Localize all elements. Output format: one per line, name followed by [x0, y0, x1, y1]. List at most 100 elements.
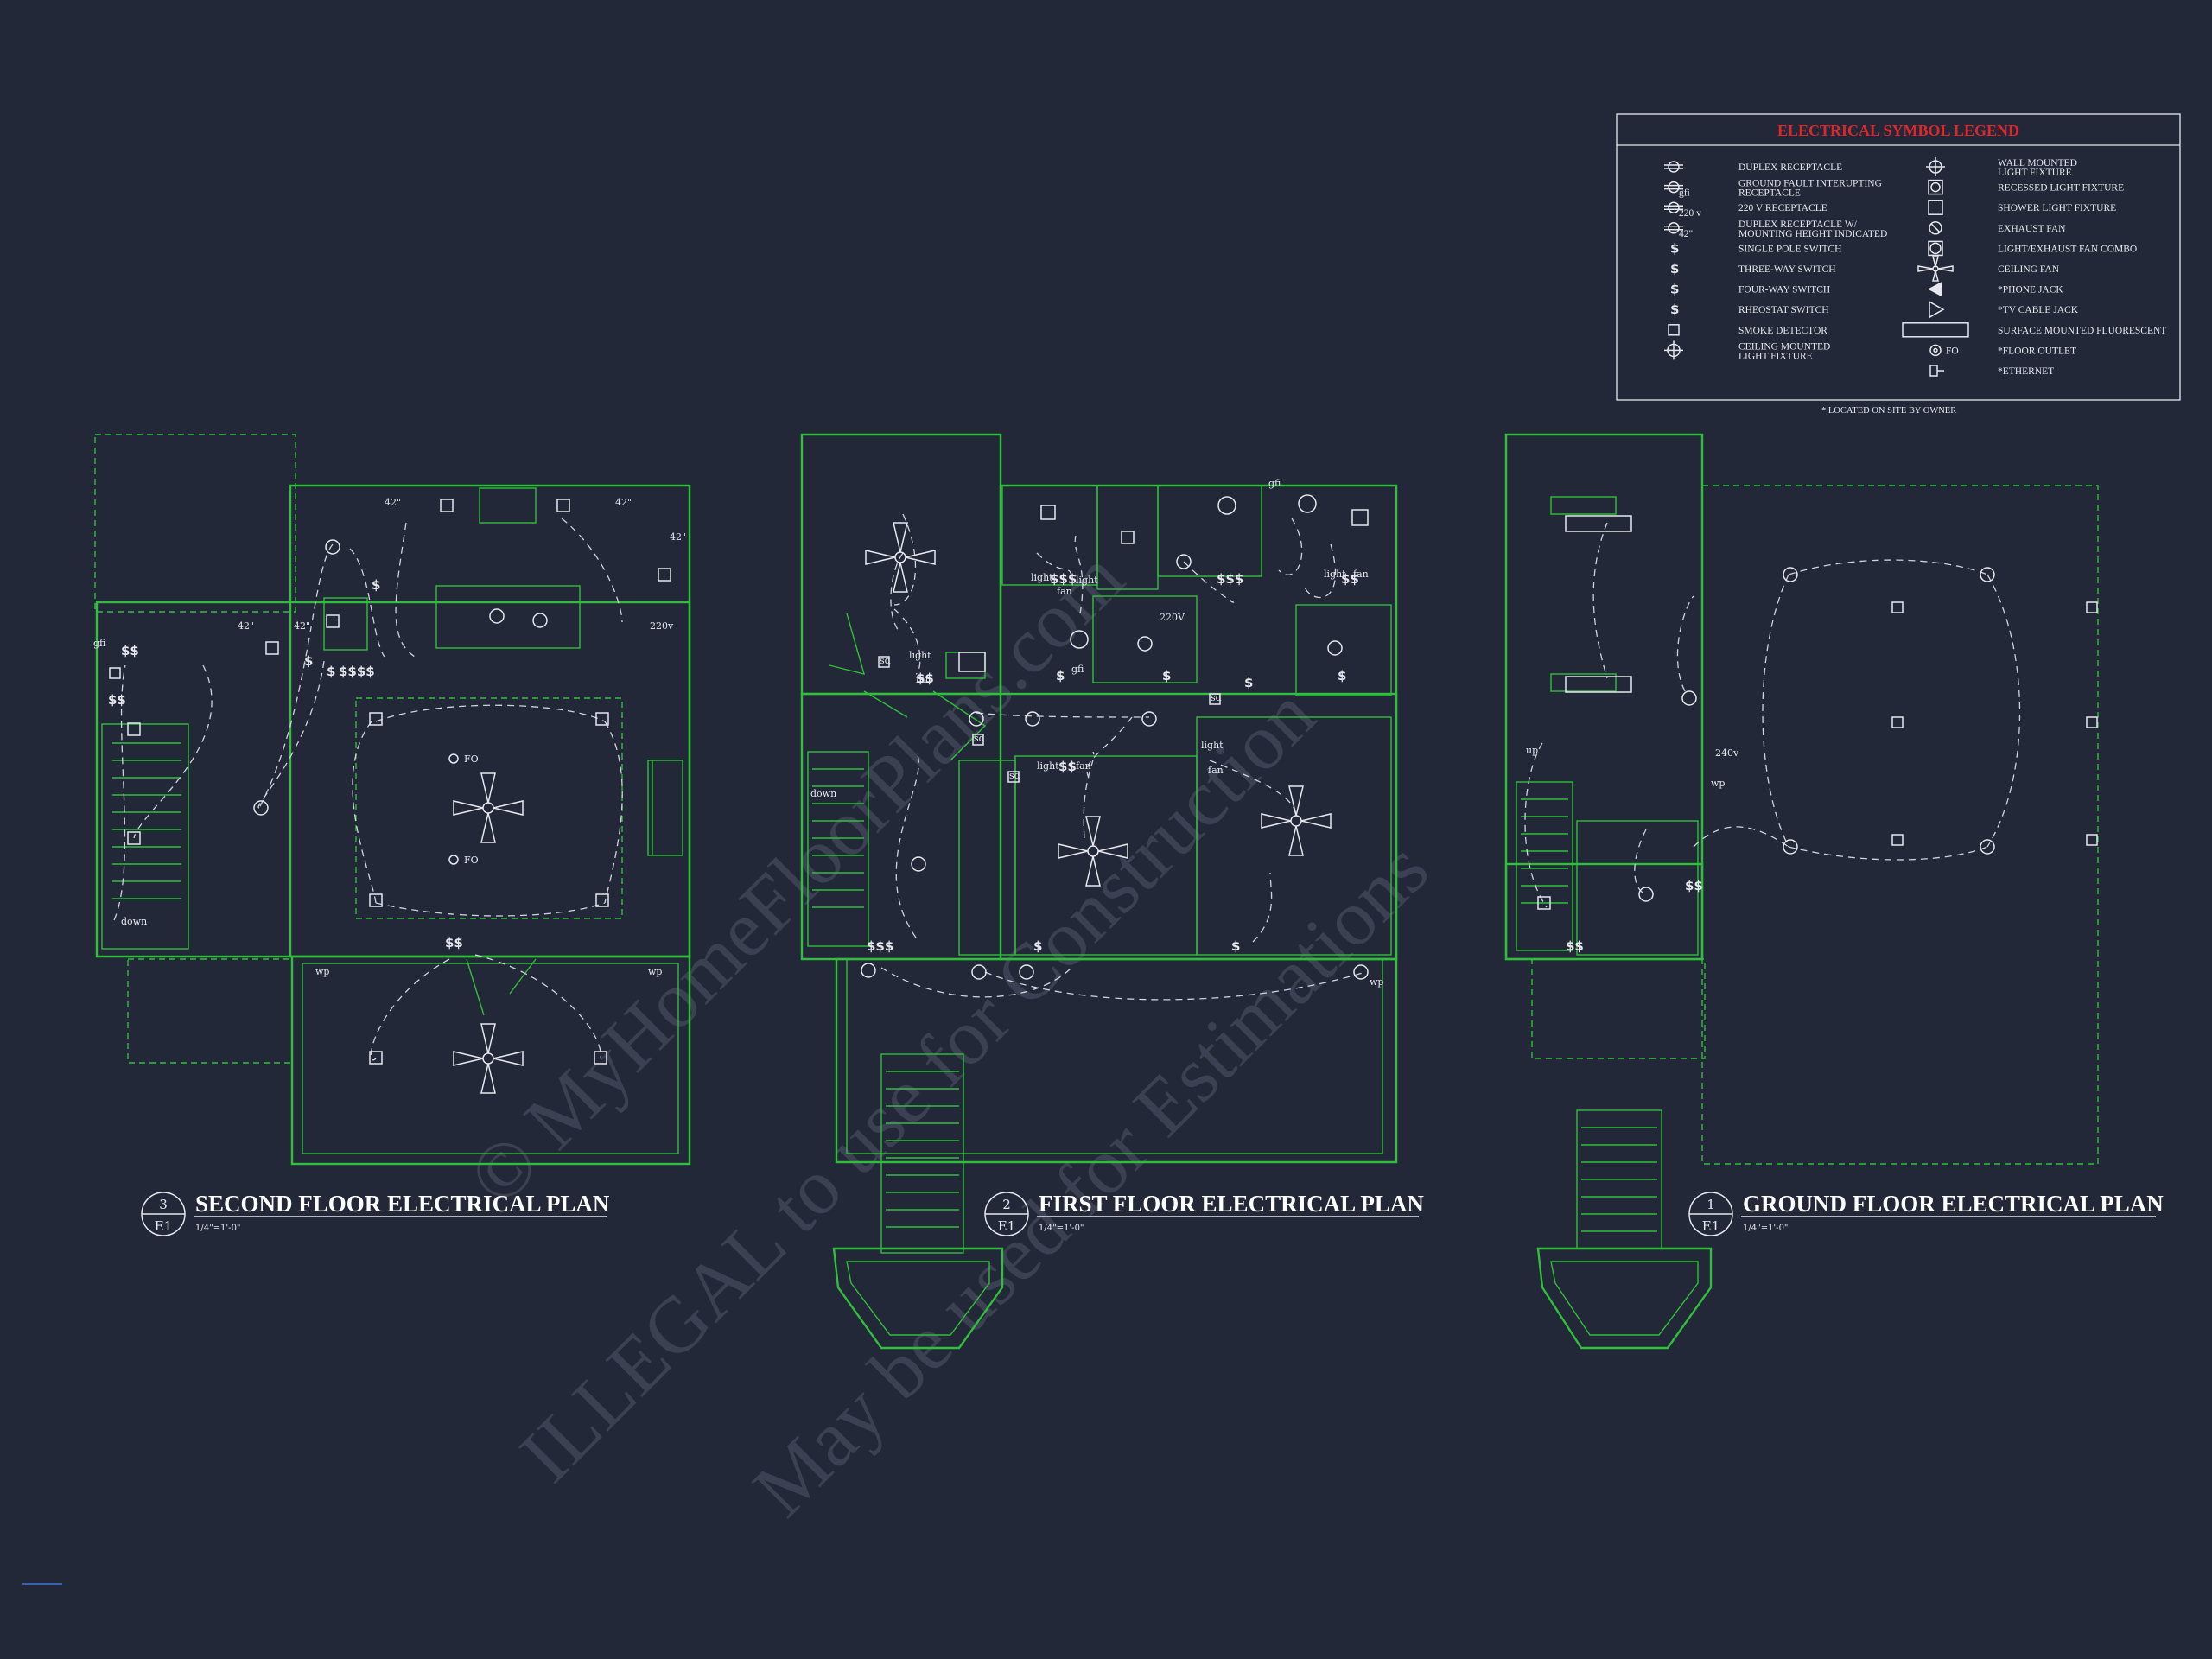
plan-title-second: 3 E1 SECOND FLOOR ELECTRICAL PLAN 1/4"=1…: [141, 1191, 610, 1236]
fan-label: fan: [1057, 586, 1072, 597]
switch-group: $$$: [1050, 571, 1077, 587]
fluorescent-icon: [1902, 322, 1969, 338]
legend-label: RHEOSTAT SWITCH: [1738, 305, 1829, 315]
svg-text:$: $: [1670, 240, 1679, 256]
switch-group: $: [1338, 668, 1346, 683]
legend-row: $ SINGLE POLE SWITCH: [1670, 240, 1841, 256]
wp-label: wp: [315, 966, 329, 977]
gfi-label: gfi: [1268, 478, 1281, 489]
svg-text:$: $: [1670, 282, 1679, 297]
floor-outlet-label: FO: [464, 753, 479, 765]
switch-group: $: [304, 653, 313, 669]
stair-up-label: up: [1526, 745, 1538, 756]
legend-label: FOUR-WAY SWITCH: [1738, 285, 1830, 296]
fan-label: fan: [1208, 765, 1224, 776]
legend-note: * LOCATED ON SITE BY OWNER: [1821, 406, 1956, 416]
plan-scale: 1/4"=1'-0": [195, 1224, 241, 1233]
phone-jack-icon: [1928, 281, 1942, 297]
plan-title-ground: 1 E1 GROUND FLOOR ELECTRICAL PLAN 1/4"=1…: [1688, 1191, 2164, 1236]
switch-group: $: [1056, 668, 1065, 683]
light-label: light: [1031, 572, 1053, 583]
legend-row: SHOWER LIGHT FIXTURE: [1928, 200, 2116, 215]
legend-row: $ THREE-WAY SWITCH: [1670, 261, 1836, 276]
wp-label: wp: [648, 966, 662, 977]
svg-text:gfi: gfi: [1679, 188, 1690, 199]
legend-row: FO*FLOOR OUTLET: [1929, 344, 2076, 356]
floor-outlet-label: FO: [464, 855, 479, 866]
receptacle-height-icon: 42": [1664, 222, 1693, 239]
stair-down-label: down: [121, 916, 147, 927]
fan-label: fan: [1353, 569, 1369, 580]
legend-label: *PHONE JACK: [1998, 285, 2063, 296]
switch-group: $$: [1685, 878, 1703, 893]
light-label: light: [909, 650, 931, 661]
legend-row: SURFACE MOUNTED FLUORESCENT: [1902, 322, 2166, 338]
height-label: 42": [615, 497, 632, 508]
svg-text:220 v: 220 v: [1679, 208, 1701, 219]
switch-group: $: [1033, 938, 1042, 954]
rheostat-switch-icon: $: [1670, 302, 1679, 317]
height-label: 42": [385, 497, 401, 508]
fan-label: fan: [916, 674, 931, 685]
light-label: light: [1324, 569, 1346, 580]
switch-group: $: [327, 664, 335, 679]
wp-label: wp: [1711, 778, 1725, 789]
switch-group: $: [1162, 668, 1171, 683]
switch-group: $$: [445, 935, 463, 950]
legend-label: EXHAUST FAN: [1998, 224, 2066, 234]
plan-number: 2: [1002, 1197, 1011, 1212]
smoke-detector-label: sd: [1009, 770, 1020, 781]
legend-row: *TV CABLE JACK: [1929, 300, 2079, 319]
legend-label: *ETHERNET: [1998, 366, 2054, 377]
ground-floor-plan: up 240v wp $$ $$: [1504, 433, 2099, 1350]
stair-down-label: down: [810, 788, 836, 799]
switch-group: $$$$: [339, 664, 375, 679]
plan-title: FIRST FLOOR ELECTRICAL PLAN: [1039, 1191, 1424, 1217]
switch-group: $$: [916, 671, 934, 686]
svg-text:FO: FO: [1946, 346, 1959, 356]
switch-group: $: [1231, 938, 1240, 954]
smoke-detector-label: sd: [1211, 692, 1222, 703]
switch-group: $: [1244, 675, 1253, 690]
legend-row: RECESSED LIGHT FIXTURE: [1928, 179, 2124, 195]
light-exhaust-combo-icon: [1928, 240, 1943, 257]
legend-label: SINGLE POLE SWITCH: [1738, 244, 1841, 254]
legend-label: *TV CABLE JACK: [1998, 305, 2079, 315]
switch-group: $$: [1566, 938, 1584, 954]
voltage-label: 220V: [1160, 612, 1185, 623]
svg-text:$: $: [1670, 261, 1679, 276]
three-way-switch-icon: $: [1670, 261, 1679, 276]
legend-label: CEILING FAN: [1998, 264, 2060, 275]
legend-row: $ RHEOSTAT SWITCH: [1670, 302, 1829, 317]
light-label: light: [1037, 760, 1059, 772]
220v-receptacle-icon: 220 v: [1664, 201, 1701, 219]
legend-row: CEILING FAN: [1917, 256, 2060, 282]
legend-row: *PHONE JACK: [1928, 281, 2063, 297]
legend-label: SHOWER LIGHT FIXTURE: [1998, 203, 2116, 213]
legend-title: ELECTRICAL SYMBOL LEGEND: [1777, 122, 2019, 139]
fan-label: fan: [1076, 760, 1091, 772]
plan-sheet: E1: [998, 1218, 1016, 1234]
legend-label: DUPLEX RECEPTACLE: [1738, 162, 1842, 173]
legend-label: RECESSED LIGHT FIXTURE: [1998, 183, 2124, 194]
voltage-label: 240v: [1715, 747, 1739, 759]
legend-label: THREE-WAY SWITCH: [1738, 264, 1836, 275]
legend-row: DUPLEX RECEPTACLE: [1664, 161, 1842, 173]
plan-title-first: 2 E1 FIRST FLOOR ELECTRICAL PLAN 1/4"=1'…: [984, 1191, 1424, 1236]
wall-light-icon: [1926, 157, 1945, 176]
voltage-label: 220v: [650, 620, 674, 632]
shower-light-icon: [1928, 200, 1943, 215]
switch-group: $: [372, 577, 380, 593]
legend-label: SMOKE DETECTOR: [1738, 326, 1827, 336]
height-label: 42": [670, 531, 686, 543]
legend-left-column: DUPLEX RECEPTACLE gfi GROUND FAULT INTERUP…: [1664, 161, 1887, 361]
plan-sheet: E1: [155, 1218, 173, 1234]
smoke-detector-label: sd: [974, 733, 985, 744]
